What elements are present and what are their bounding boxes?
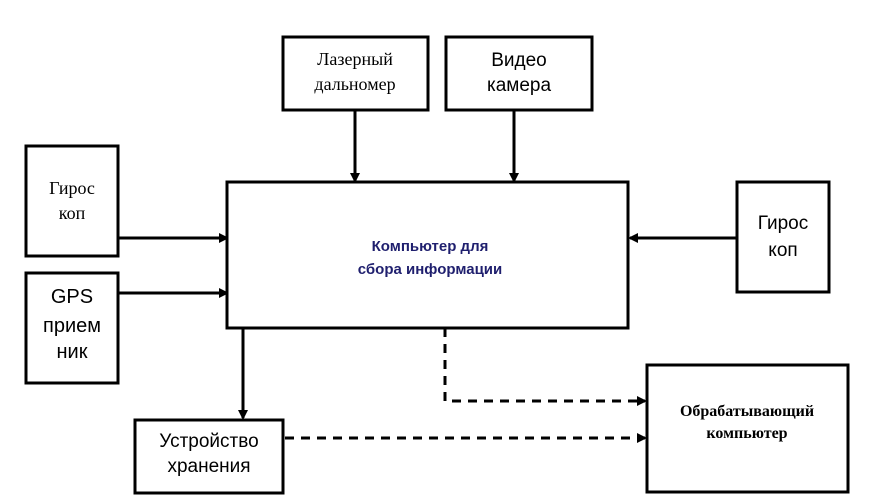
main-label-line1: Компьютер для bbox=[372, 238, 489, 255]
gps-label-line1: GPS bbox=[51, 286, 93, 308]
gyro-right-label-line1: Гирос bbox=[758, 213, 808, 234]
gyroscope-right-box bbox=[735, 180, 831, 294]
gyro-right-label-line2: коп bbox=[768, 240, 797, 261]
main-label-line2: сбора информации bbox=[358, 261, 503, 278]
video-label-line1: Видео bbox=[491, 50, 547, 71]
video-label-line2: камера bbox=[487, 75, 551, 96]
laser-label-line1: Лазерный bbox=[317, 49, 393, 69]
gyroscope-left-box bbox=[24, 144, 120, 258]
laser-label-line2: дальномер bbox=[314, 74, 395, 94]
laser-rangefinder-box bbox=[281, 35, 430, 112]
gps-label-line2: прием bbox=[43, 315, 101, 337]
storage-label-line1: Устройство bbox=[159, 431, 258, 452]
edge-main-to-processing bbox=[443, 328, 647, 406]
gyro-left-label-line1: Гирос bbox=[49, 178, 95, 198]
gyro-left-label-line2: коп bbox=[59, 203, 86, 223]
data-collection-computer-box bbox=[225, 180, 630, 330]
processing-computer-box bbox=[645, 363, 850, 494]
storage-label-line2: хранения bbox=[167, 456, 250, 477]
gps-receiver-box bbox=[24, 271, 120, 385]
processing-label-line2: компьютер bbox=[706, 425, 787, 442]
processing-label-line1: Обрабатывающий bbox=[680, 403, 814, 420]
video-camera-box bbox=[444, 35, 594, 112]
storage-device-box bbox=[133, 418, 285, 495]
gps-label-line3: ник bbox=[57, 341, 88, 363]
